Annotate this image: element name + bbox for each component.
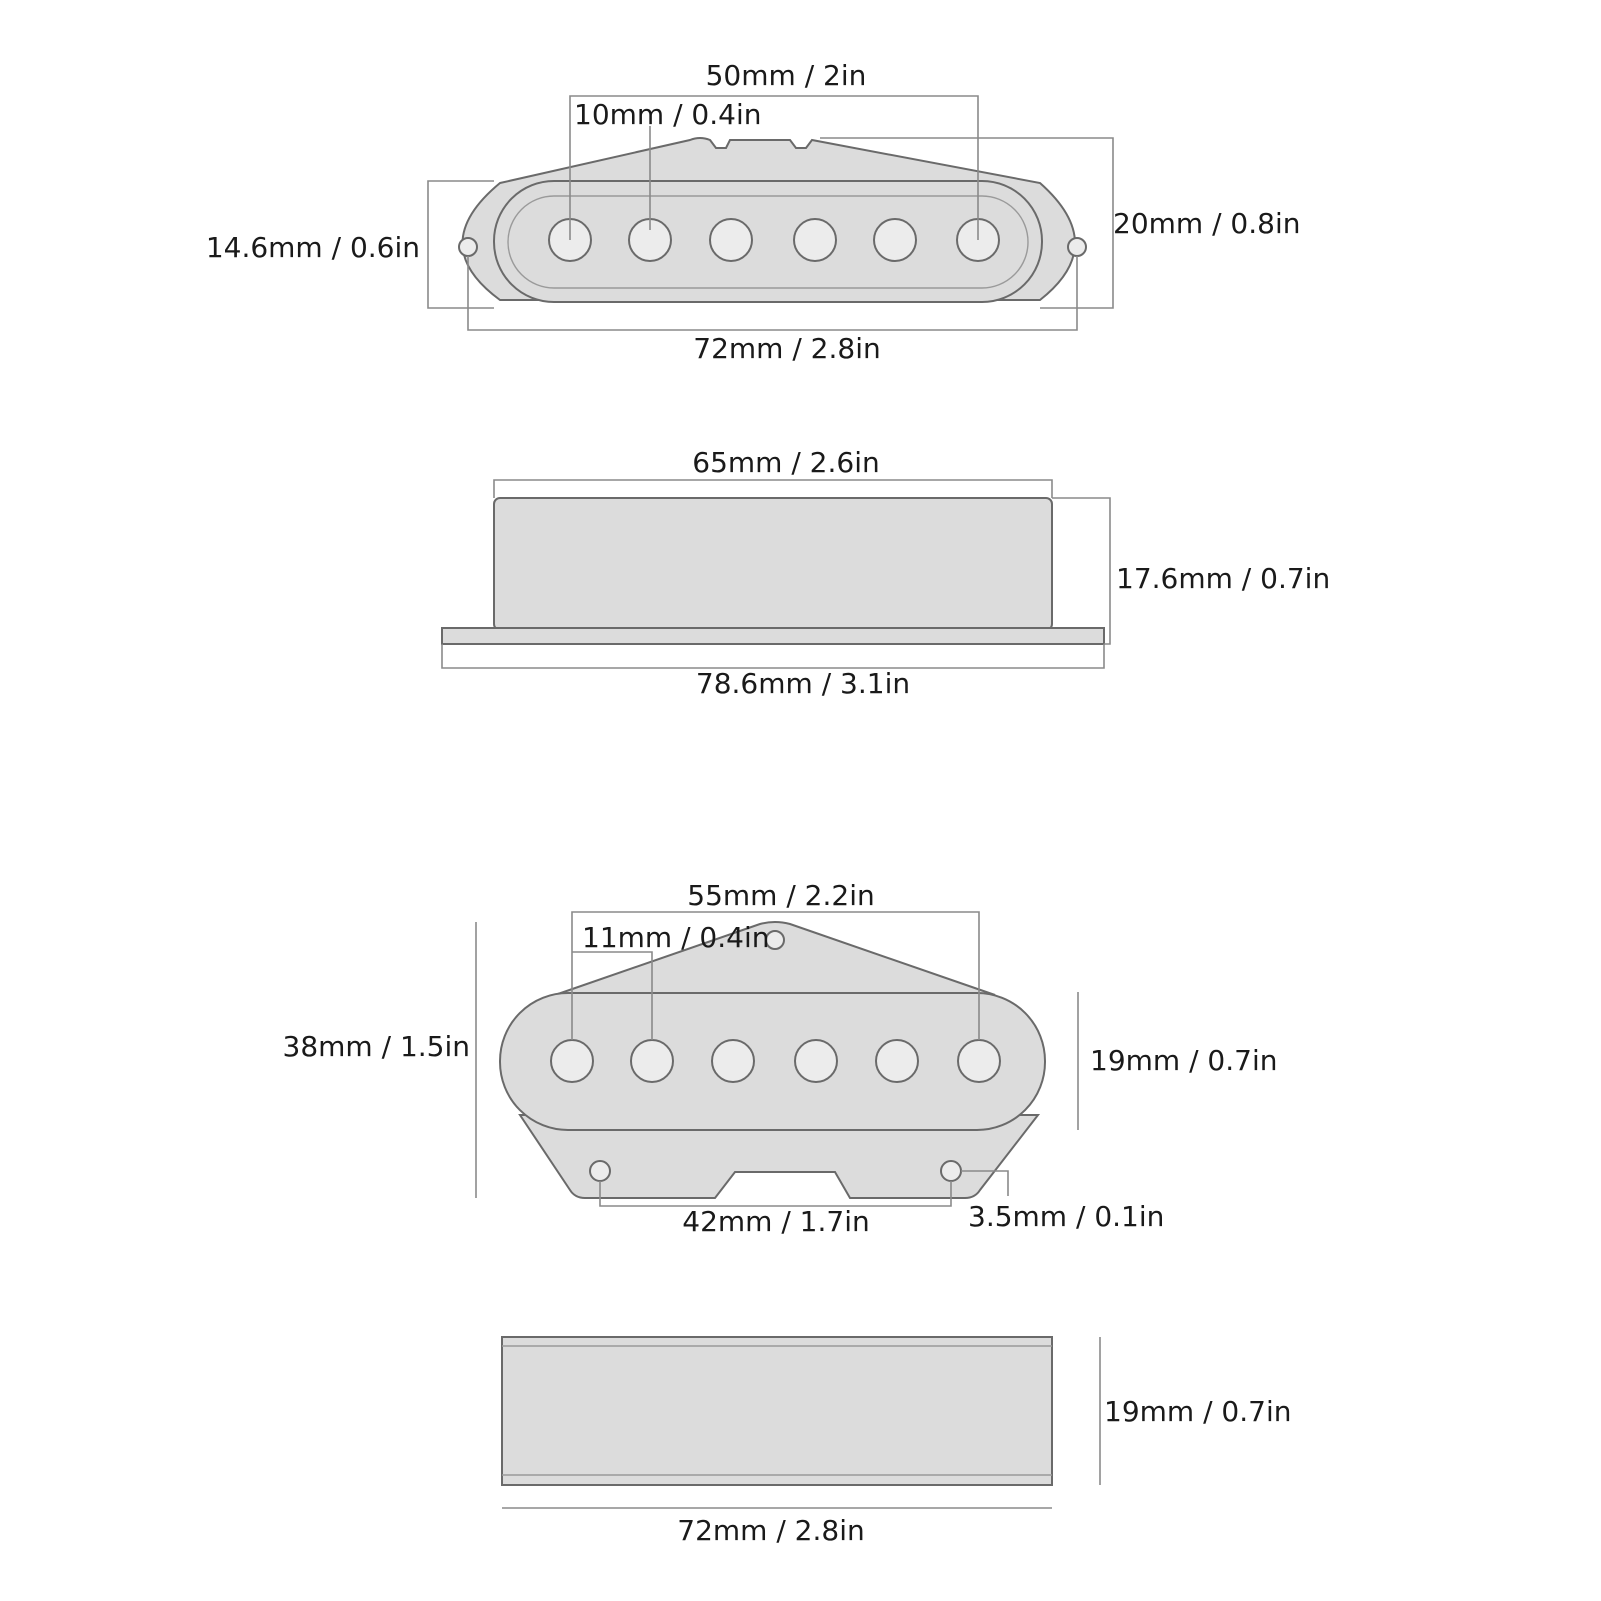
bridge-dim-3-5mm: [961, 1170, 1009, 1196]
neck-label-cover-height: 20mm / 0.8in: [1113, 207, 1300, 240]
neck-mount-hole-right: [1067, 237, 1087, 257]
bridge-pickup-side-view: 19mm / 0.7in 72mm / 2.8in: [501, 1336, 1291, 1547]
neck-dim-height: [427, 180, 494, 309]
neck-dim-72mm: [467, 256, 1078, 331]
bridge-label-pole-spacing-single: 11mm / 0.4in: [582, 921, 769, 954]
neck-side-label-base-length: 78.6mm / 3.1in: [696, 667, 910, 700]
bridge-triangle-plate: [554, 921, 996, 996]
neck-side-base: [441, 627, 1105, 645]
neck-side-dim-65mm: [493, 479, 1053, 498]
bridge-side-body: [501, 1336, 1053, 1486]
neck-label-height: 14.6mm / 0.6in: [206, 231, 420, 264]
bridge-side-label-length: 72mm / 2.8in: [677, 1514, 864, 1547]
bridge-mount-hole-right: [940, 1160, 962, 1182]
bridge-pole-2: [630, 1039, 674, 1083]
neck-side-dim-height: [1052, 497, 1111, 645]
neck-mount-hole-left: [458, 237, 478, 257]
bridge-label-plate-height: 38mm / 1.5in: [283, 1030, 470, 1063]
neck-pickup-top-view: 50mm / 2in 10mm / 0.4in 14.6mm / 0.6in 2…: [206, 59, 1301, 365]
bridge-side-label-height: 19mm / 0.7in: [1104, 1395, 1291, 1428]
bridge-pickup-top-view: 55mm / 2.2in 11mm / 0.4in 38mm / 1.5in 1…: [283, 879, 1278, 1238]
neck-label-pole-spacing-total: 50mm / 2in: [706, 59, 867, 92]
neck-bobbin-cover: [493, 180, 1043, 303]
bridge-pole-5: [875, 1039, 919, 1083]
neck-label-mount-hole-spacing: 72mm / 2.8in: [693, 332, 880, 365]
neck-pole-5: [873, 218, 917, 262]
bridge-pole-1: [550, 1039, 594, 1083]
bridge-mount-hole-left: [589, 1160, 611, 1182]
bridge-bobbin: [499, 992, 1046, 1131]
bridge-lower-plate: [518, 1114, 1041, 1199]
bridge-pole-4: [794, 1039, 838, 1083]
bridge-pole-6: [957, 1039, 1001, 1083]
bridge-pole-3: [711, 1039, 755, 1083]
neck-side-dim-78mm: [441, 644, 1105, 669]
neck-pole-4: [793, 218, 837, 262]
bridge-dim-42mm: [599, 1181, 952, 1207]
bridge-dim-55mm: [571, 911, 980, 1040]
bridge-dim-11mm: [572, 951, 653, 1040]
neck-side-cover: [493, 497, 1053, 631]
neck-dim-50mm: [569, 95, 979, 240]
bridge-label-mount-hole-spacing: 42mm / 1.7in: [682, 1205, 869, 1238]
bridge-label-bobbin-height: 19mm / 0.7in: [1090, 1044, 1277, 1077]
bridge-label-pole-spacing-total: 55mm / 2.2in: [687, 879, 874, 912]
neck-side-label-height: 17.6mm / 0.7in: [1116, 562, 1330, 595]
neck-bobbin-inner: [507, 195, 1029, 289]
bridge-label-mount-hole-diameter: 3.5mm / 0.1in: [968, 1200, 1164, 1233]
neck-label-pole-spacing-single: 10mm / 0.4in: [574, 98, 761, 131]
neck-side-label-cover-length: 65mm / 2.6in: [692, 446, 879, 479]
neck-pickup-side-view: 65mm / 2.6in 17.6mm / 0.7in 78.6mm / 3.1…: [441, 446, 1330, 700]
neck-pole-3: [709, 218, 753, 262]
bridge-top-mount-hole: [765, 930, 785, 950]
